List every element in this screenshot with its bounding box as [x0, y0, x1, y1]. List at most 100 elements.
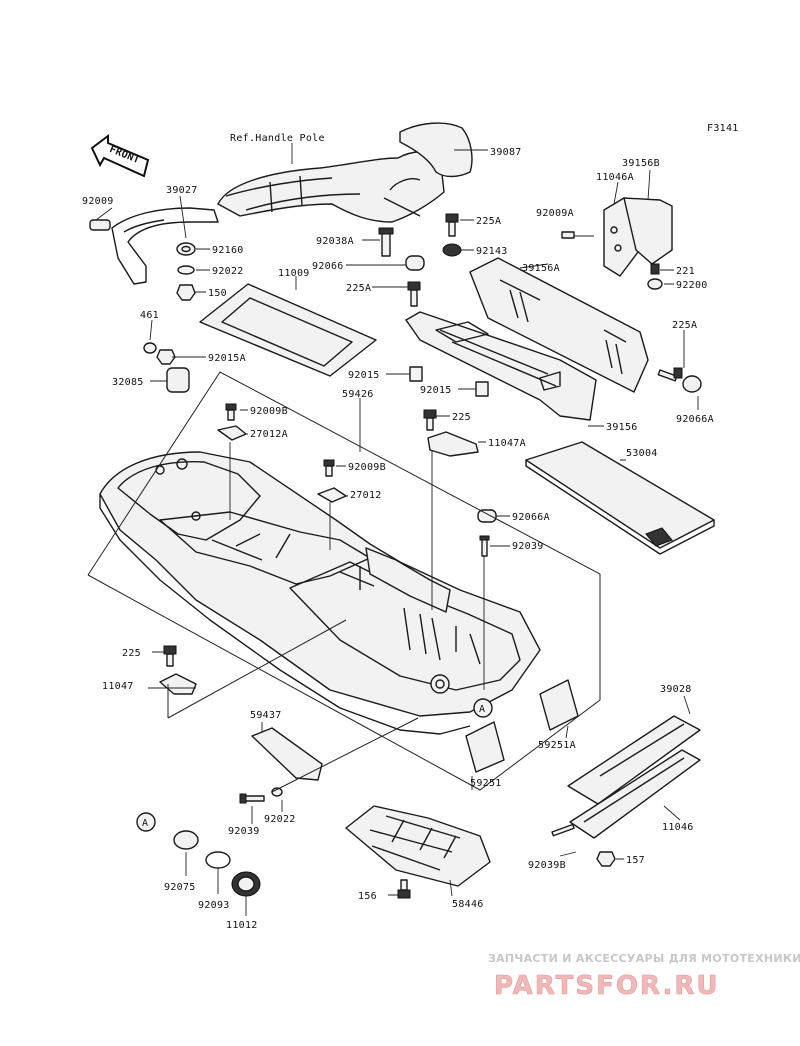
part-label-92009b: 92009B: [250, 406, 288, 417]
part-label-92015-2: 92015: [420, 385, 452, 396]
part-label-156: 156: [358, 891, 377, 902]
part-label-92038a: 92038A: [316, 236, 354, 247]
part-label-27012a: 27012A: [250, 429, 288, 440]
part-label-39156b: 39156B: [622, 158, 660, 169]
part-label-32085: 32085: [112, 377, 144, 388]
part-label-11047a: 11047A: [488, 438, 526, 449]
part-label-92143: 92143: [476, 246, 508, 257]
diagram-code: F3141: [707, 123, 739, 134]
part-label-11012: 11012: [226, 920, 258, 931]
pin-92039b: [239, 793, 265, 804]
grommet-92066a2: [477, 509, 497, 523]
watermark-brand: PARTSFOR.RU: [494, 971, 719, 1001]
nut-92015c: [475, 381, 489, 397]
part-label-92015a: 92015A: [208, 353, 246, 364]
bolt-221: [650, 263, 660, 275]
callout-a-parts: A: [136, 812, 156, 832]
nut-150: [176, 284, 196, 301]
svg-text:A: A: [142, 818, 148, 829]
part-label-11046: 11046: [662, 822, 694, 833]
part-label-225a-3: 225A: [672, 320, 697, 331]
bolt-225a-3: [657, 367, 683, 382]
oring-92093: [205, 851, 231, 869]
grommet-92066: [405, 255, 425, 271]
part-label-92015-1: 92015: [348, 370, 380, 381]
bolt-156: [397, 879, 411, 899]
side-cover-39028: [567, 715, 701, 805]
grommet-92143: [442, 243, 462, 257]
part-label-157: 157: [626, 855, 645, 866]
part-461: [143, 342, 157, 354]
nut-157: [596, 851, 616, 867]
plate-27012: [317, 487, 347, 503]
storage-panel: [525, 441, 715, 555]
washer-92200: [647, 278, 663, 290]
grommet-92066a: [682, 375, 702, 393]
part-label-92009b-2: 92009B: [348, 462, 386, 473]
part-label-11047: 11047: [102, 681, 134, 692]
drain-plug-11012: [231, 871, 261, 897]
nut-92015b: [409, 366, 423, 382]
part-label-39156a: 39156A: [522, 263, 560, 274]
side-frame-11046: [569, 749, 701, 839]
part-label-11046a: 11046A: [596, 172, 634, 183]
part-label-92066a: 92066A: [676, 414, 714, 425]
deck-side-plate-a: [469, 257, 649, 393]
intake-frame: [199, 283, 377, 377]
part-label-59251a: 59251A: [538, 740, 576, 751]
clip-11047a: [427, 431, 479, 457]
part-label-11009: 11009: [278, 268, 310, 279]
part-label-58446: 58446: [452, 899, 484, 910]
nut-92015a: [156, 349, 176, 365]
reference-label: Ref.Handle Pole: [230, 133, 325, 144]
part-label-221: 221: [676, 266, 695, 277]
intake-grate: [345, 805, 491, 887]
part-label-92009: 92009: [82, 196, 114, 207]
part-label-92009a: 92009A: [536, 208, 574, 219]
part-label-225a-1: 225A: [476, 216, 501, 227]
svg-text:A: A: [479, 704, 485, 715]
bolt-92038a: [378, 227, 394, 257]
bolt-225a-2: [407, 281, 421, 307]
pin-92039a: [479, 535, 490, 557]
part-label-92160: 92160: [212, 245, 244, 256]
part-label-150: 150: [208, 288, 227, 299]
mount-bracket: [603, 197, 673, 277]
part-label-39027: 39027: [166, 185, 198, 196]
block-59251: [465, 721, 505, 773]
part-label-59437: 59437: [250, 710, 282, 721]
block-59251a: [539, 679, 579, 731]
watermark-subtitle: ЗАПЧАСТИ И АКСЕССУАРЫ ДЛЯ МОТОТЕХНИКИ: [488, 952, 800, 965]
bolt-225c: [163, 645, 177, 667]
part-label-92066: 92066: [312, 261, 344, 272]
part-label-92022: 92022: [212, 266, 244, 277]
part-label-225: 225: [452, 412, 471, 423]
part-label-92200: 92200: [676, 280, 708, 291]
part-label-225-2: 225: [122, 648, 141, 659]
block-32085: [166, 367, 190, 393]
cap-92075: [173, 830, 199, 850]
clip-11047: [159, 673, 197, 695]
part-label-39087: 39087: [490, 147, 522, 158]
plate-59437: [251, 727, 323, 781]
part-label-92039-2: 92039: [228, 826, 260, 837]
part-label-92022-2: 92022: [264, 814, 296, 825]
pin-92039b2: [551, 823, 575, 837]
part-label-59426: 59426: [342, 389, 374, 400]
bolt-92009b: [225, 403, 237, 421]
handlebar: [89, 207, 219, 285]
part-label-53004: 53004: [626, 448, 658, 459]
part-label-92066a-2: 92066A: [512, 512, 550, 523]
plate-27012a: [217, 425, 247, 441]
hull-deck: [99, 451, 541, 735]
part-label-92039: 92039: [512, 541, 544, 552]
grommet-92160: [176, 242, 196, 256]
bolt-225a-1: [445, 213, 459, 237]
part-label-225a-2: 225A: [346, 283, 371, 294]
handle-pole-cover: [217, 122, 473, 223]
part-label-39156: 39156: [606, 422, 638, 433]
callout-a-hull: A: [473, 698, 493, 718]
part-label-27012: 27012: [350, 490, 382, 501]
part-label-461: 461: [140, 310, 159, 321]
